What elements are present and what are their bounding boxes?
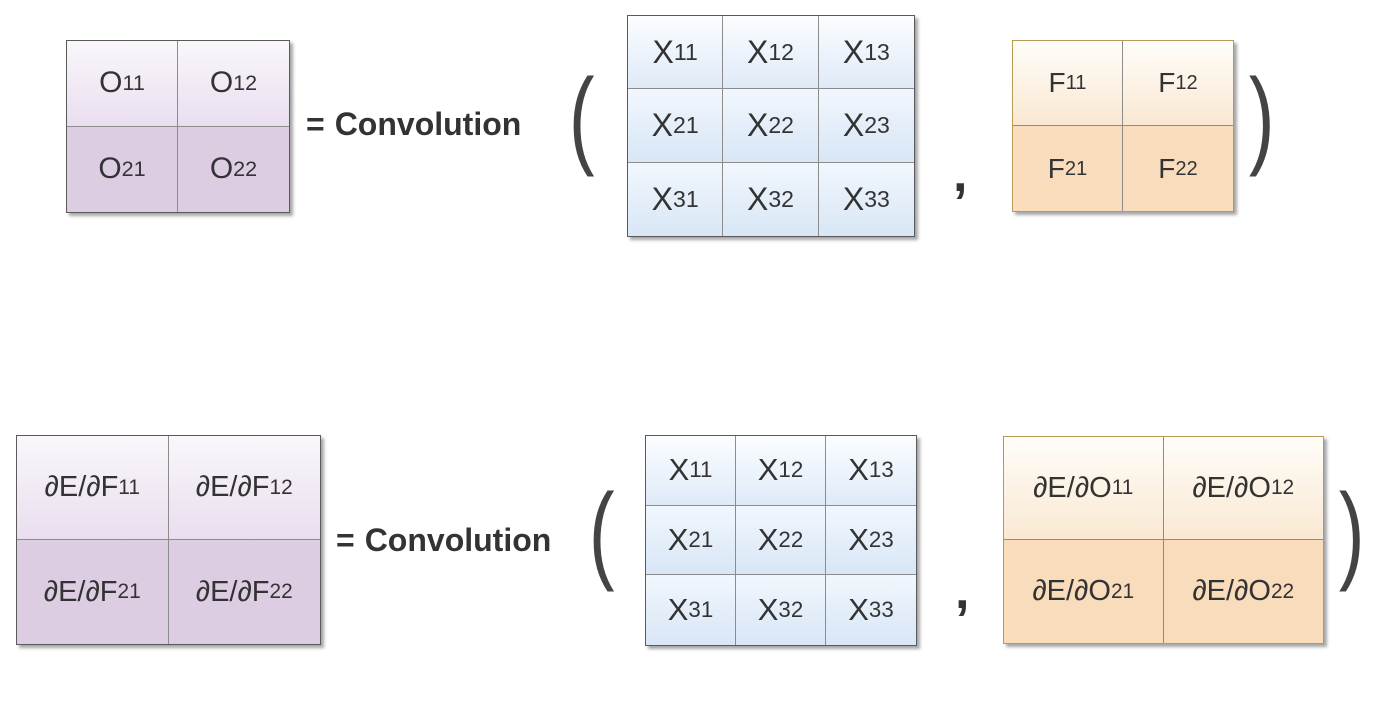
comma-separator: , xyxy=(955,562,970,620)
convolution-label: =Convolution xyxy=(336,522,551,559)
function-name: Convolution xyxy=(334,106,522,142)
equals-sign: = xyxy=(336,522,355,558)
open-paren: ( xyxy=(568,56,595,178)
equals-sign: = xyxy=(306,106,325,142)
close-paren: ) xyxy=(1248,56,1275,178)
open-paren: ( xyxy=(588,471,615,593)
comma-separator: , xyxy=(953,145,968,203)
function-name: Convolution xyxy=(364,522,552,558)
close-paren: ) xyxy=(1338,471,1365,593)
convolution-label: =Convolution xyxy=(306,106,521,143)
